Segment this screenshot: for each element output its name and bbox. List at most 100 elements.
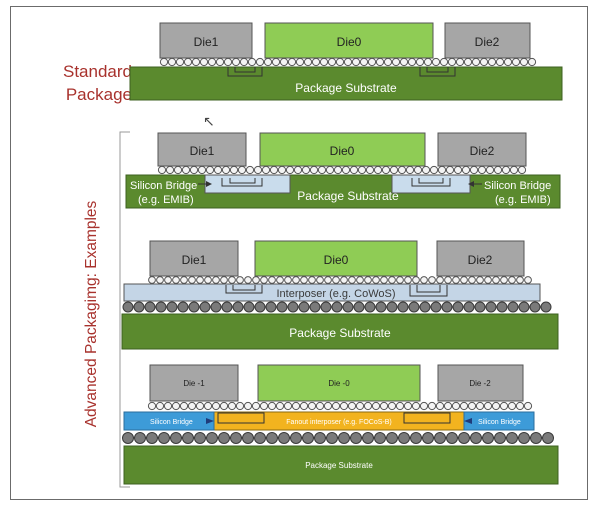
solder-bump: [182, 432, 194, 444]
solder-bump: [173, 165, 183, 175]
solder-bump: [263, 57, 273, 67]
solder-bump: [177, 301, 189, 313]
solder-bump: [495, 57, 505, 67]
solder-bump: [259, 401, 269, 411]
solder-bump: [194, 432, 206, 444]
solder-bump: [340, 276, 348, 284]
emib-die0-label: Die0: [330, 144, 355, 158]
solder-bump: [301, 165, 311, 175]
solder-bump: [293, 165, 303, 175]
solder-bump: [163, 401, 173, 411]
solder-bump: [172, 276, 180, 284]
solder-bump: [458, 432, 470, 444]
standard-trace-left: [227, 67, 263, 77]
solder-bump: [221, 165, 231, 175]
solder-bump: [517, 165, 527, 175]
solder-bump: [391, 57, 401, 67]
solder-bump: [212, 276, 220, 284]
solder-bump: [493, 165, 503, 175]
solder-bump: [311, 57, 321, 67]
solder-bump: [180, 276, 188, 284]
solder-bump: [343, 57, 353, 67]
solder-bump: [183, 57, 193, 67]
standard-package-label: Standard Package: [52, 60, 132, 106]
solder-bump: [375, 57, 385, 67]
focos-die1: [149, 364, 239, 402]
solder-bump: [420, 276, 428, 284]
standard-trace-right: [419, 67, 456, 77]
solder-bump: [518, 432, 530, 444]
standard-package-row: Die1 Die0 Die2 Package Substrate: [129, 22, 563, 101]
solder-bump: [147, 401, 157, 411]
solder-bump: [300, 276, 308, 284]
solder-bump: [444, 276, 452, 284]
solder-bump: [157, 165, 167, 175]
emib-bridge-left: [204, 174, 291, 194]
solder-bump: [285, 165, 295, 175]
solder-bump: [359, 57, 369, 67]
standard-die1-label: Die1: [194, 35, 219, 49]
solder-bump: [146, 432, 158, 444]
solder-bump: [439, 57, 449, 67]
solder-bump: [235, 401, 245, 411]
solder-bump: [333, 165, 343, 175]
cowos-interposer-label: Interposer (e.g. CoWoS): [276, 288, 395, 300]
solder-bump: [482, 432, 494, 444]
figure-frame: [10, 6, 588, 500]
solder-bump: [364, 276, 372, 284]
solder-bump: [213, 165, 223, 175]
solder-bump: [223, 57, 233, 67]
solder-bump: [326, 432, 338, 444]
solder-bump: [355, 401, 365, 411]
solder-bump: [410, 432, 422, 444]
solder-bump: [507, 401, 517, 411]
solder-bump: [122, 432, 134, 444]
solder-bump: [516, 276, 524, 284]
solder-bump: [221, 301, 233, 313]
standard-die0-label: Die0: [337, 35, 362, 49]
mouse-cursor-icon: ↖: [203, 114, 215, 130]
solder-bump: [453, 165, 463, 175]
solder-bump: [356, 276, 364, 284]
solder-bump: [331, 401, 341, 411]
solder-bump: [165, 165, 175, 175]
solder-bump: [342, 301, 354, 313]
focos-bridge-left-label: Silicon Bridge: [150, 419, 193, 426]
solder-bump: [242, 432, 254, 444]
solder-bump: [501, 165, 511, 175]
solder-bump: [303, 57, 313, 67]
solder-bump: [155, 401, 165, 411]
solder-bump: [371, 401, 381, 411]
solder-bump: [195, 401, 205, 411]
solder-bump: [187, 401, 197, 411]
solder-bump: [265, 301, 277, 313]
standard-die0: [264, 22, 434, 59]
solder-bump: [133, 301, 145, 313]
solder-bump: [487, 57, 497, 67]
solder-bump: [496, 301, 508, 313]
emib-bridge-right: [391, 174, 471, 194]
solder-bump: [271, 57, 281, 67]
solder-bump: [227, 401, 237, 411]
solder-bump: [284, 276, 292, 284]
focos-microbumps: [147, 401, 533, 411]
solder-bump: [428, 276, 436, 284]
solder-bump: [463, 57, 473, 67]
solder-bump: [507, 301, 519, 313]
solder-bump: [523, 401, 533, 411]
solder-bump: [349, 165, 359, 175]
solder-bump: [188, 301, 200, 313]
standard-die2: [444, 22, 531, 59]
solder-bump: [218, 432, 230, 444]
solder-bump: [341, 165, 351, 175]
solder-bump: [188, 276, 196, 284]
solder-bump: [159, 57, 169, 67]
solder-bump: [327, 57, 337, 67]
solder-bump: [220, 276, 228, 284]
solder-bump: [364, 301, 376, 313]
solder-bump: [231, 57, 241, 67]
solder-bump: [275, 401, 285, 411]
solder-bump: [339, 401, 349, 411]
solder-bump: [413, 165, 423, 175]
solder-bump: [443, 401, 453, 411]
